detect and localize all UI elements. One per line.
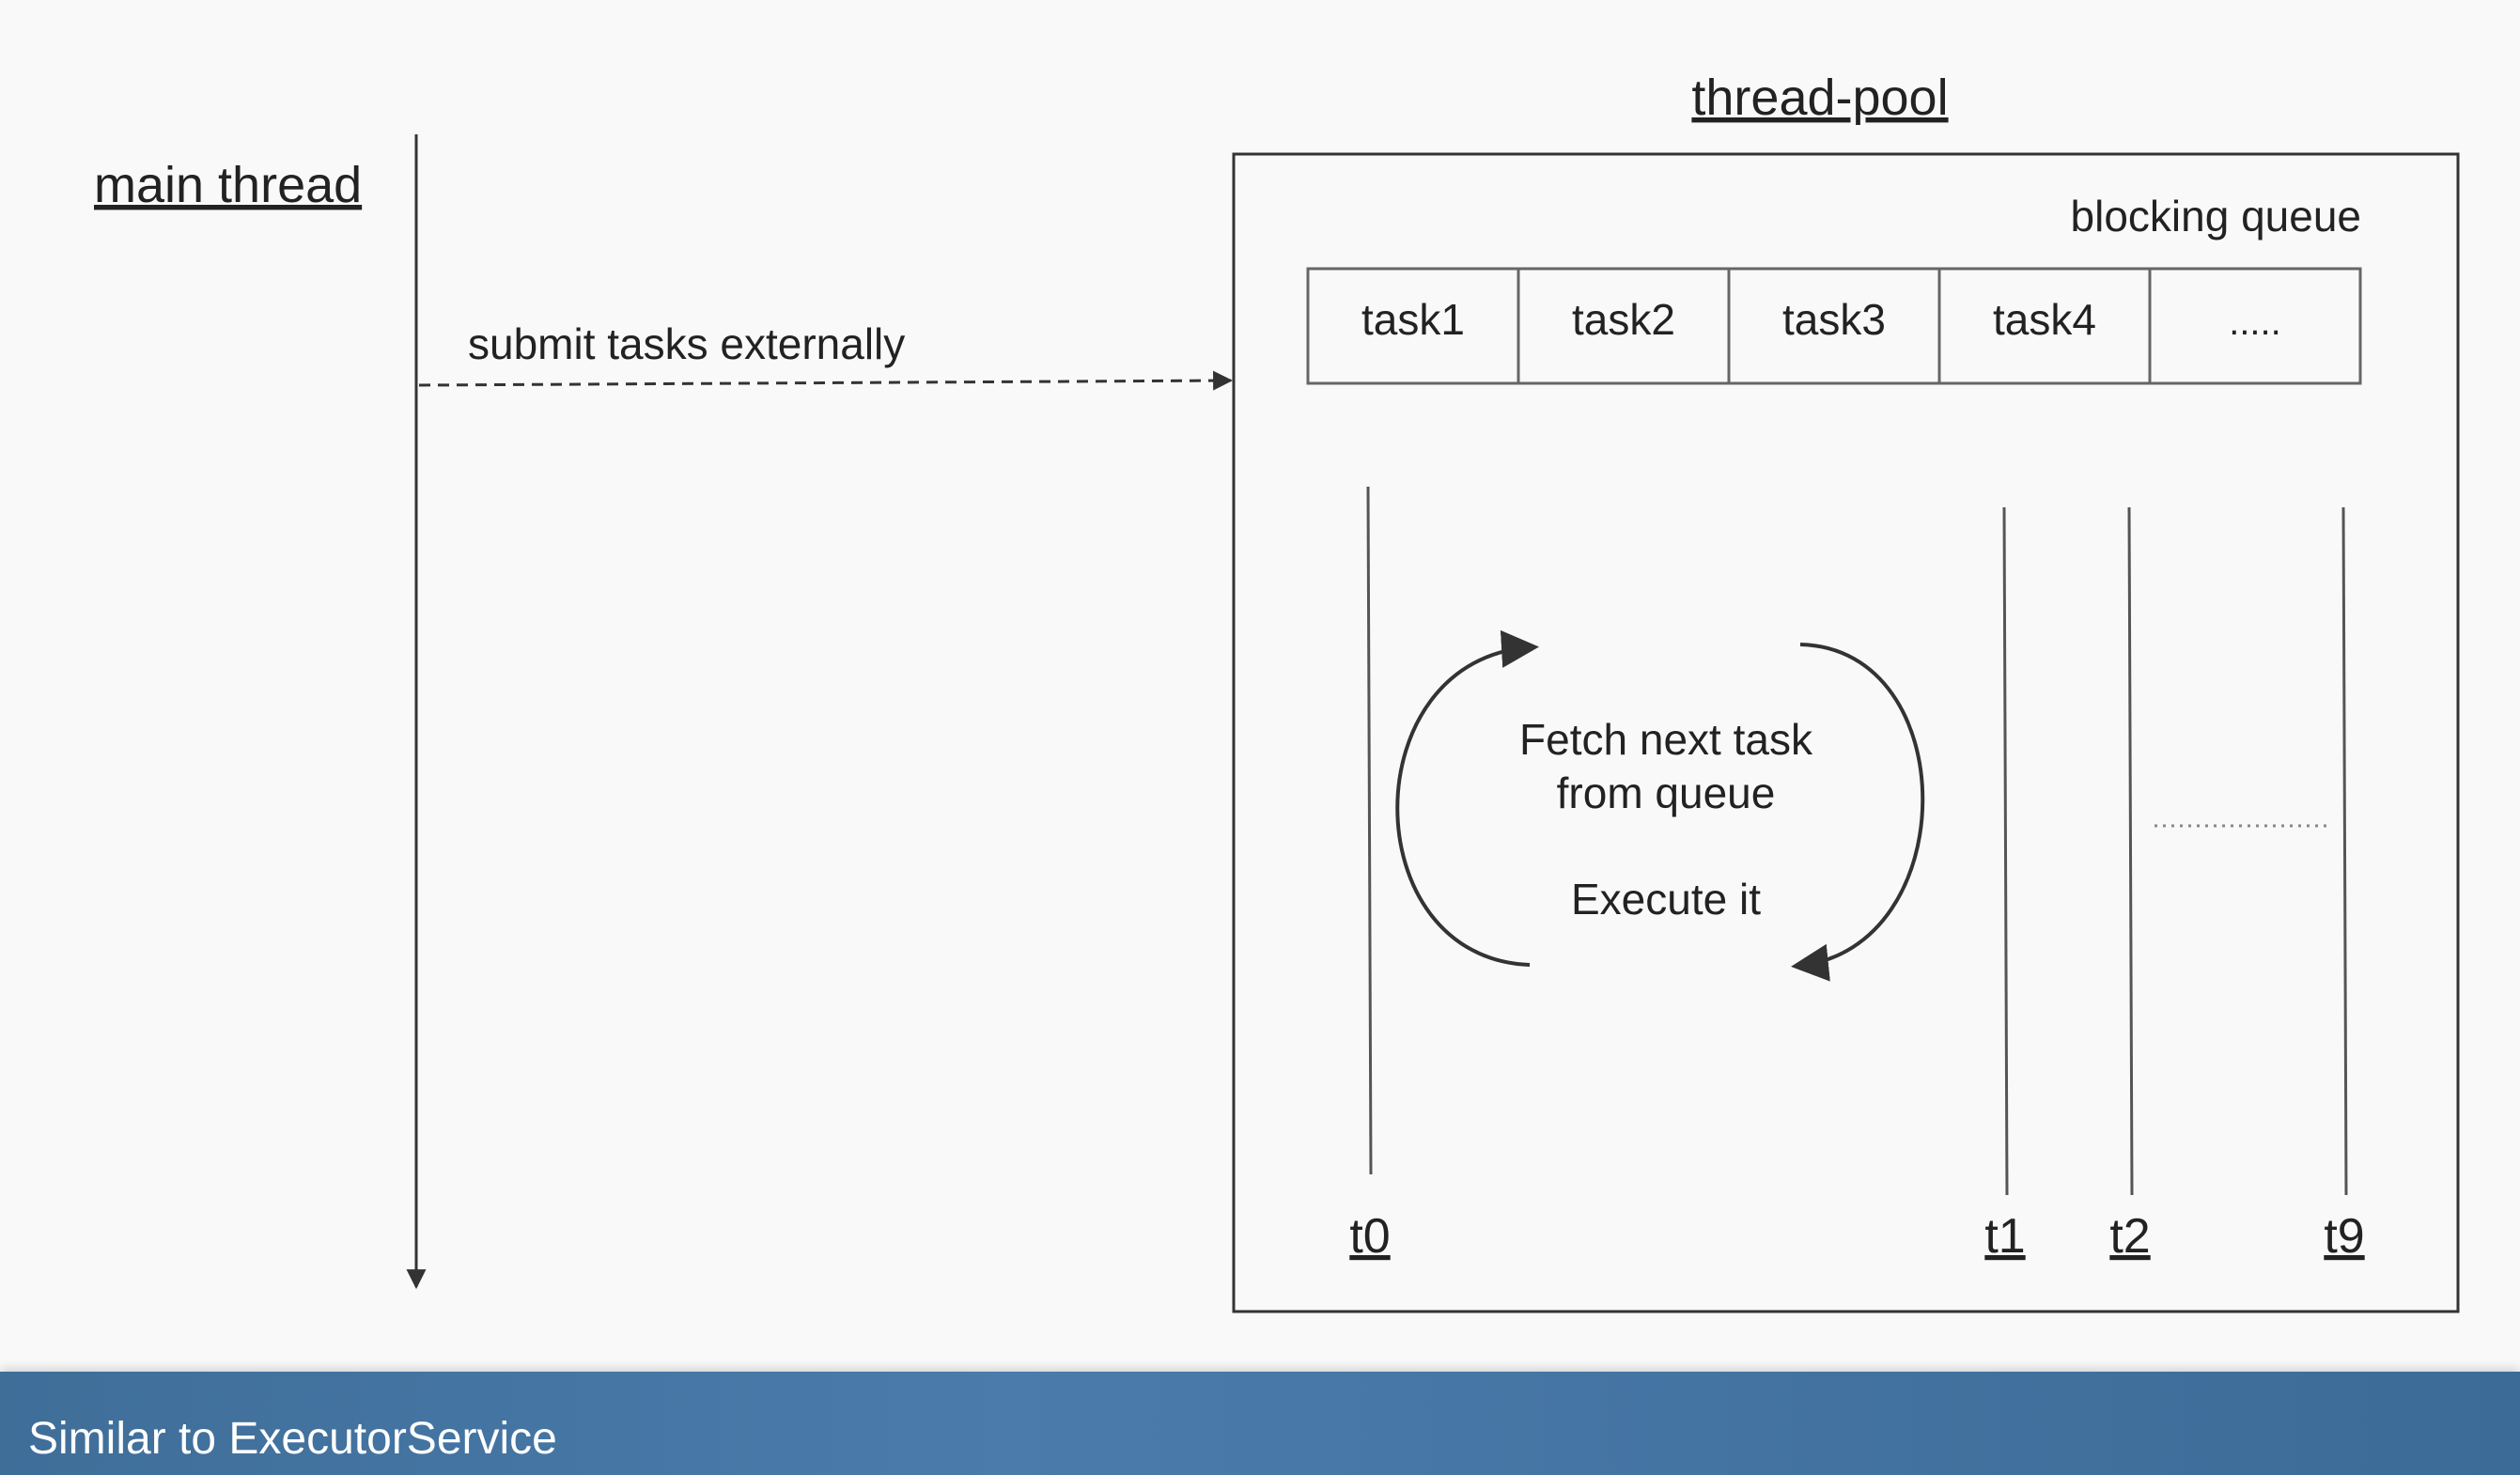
loop-text-fetch: Fetch next task: [1519, 715, 1813, 764]
queue-cell-label: task1: [1361, 295, 1465, 344]
loop-arrow-right: [1791, 643, 1925, 982]
thread-pool-diagram: main thread submit tasks externally thre…: [94, 70, 2460, 1313]
submit-tasks-label: submit tasks externally: [468, 319, 905, 368]
main-thread-label: main thread: [94, 157, 362, 213]
thread-pool-box: [1232, 152, 2460, 1313]
thread-label-t2: t2: [2109, 1209, 2150, 1264]
thread-label-t0: t0: [1349, 1209, 1390, 1264]
thread-line-t9: [2341, 506, 2348, 1196]
thread-label-t1: t1: [1984, 1209, 2025, 1264]
loop-text-queue: from queue: [1557, 769, 1776, 817]
blocking-queue-label: blocking queue: [2071, 192, 2361, 241]
queue-cell-label: task3: [1782, 295, 1886, 344]
queue-cell-label: task4: [1993, 295, 2096, 344]
thread-line-t1: [2002, 506, 2009, 1196]
thread-line-t0: [1366, 486, 1373, 1175]
blocking-queue: task1 task2 task3 task4 .....: [1306, 267, 2362, 385]
footer-bar: Similar to ExecutorService: [0, 1372, 2520, 1475]
loop-arrow-left: [1395, 629, 1539, 967]
thread-label-t9: t9: [2324, 1209, 2364, 1264]
submit-tasks-arrow: [418, 370, 1234, 391]
queue-cell: [2148, 267, 2362, 385]
thread-line-t2: [2127, 506, 2134, 1196]
queue-cell-label: .....: [2229, 302, 2281, 343]
queue-cell-label: task2: [1572, 295, 1675, 344]
footer-title: Similar to ExecutorService: [28, 1414, 557, 1464]
thread-pool-title: thread-pool: [1691, 70, 1948, 126]
loop-text-execute: Execute it: [1571, 875, 1761, 924]
